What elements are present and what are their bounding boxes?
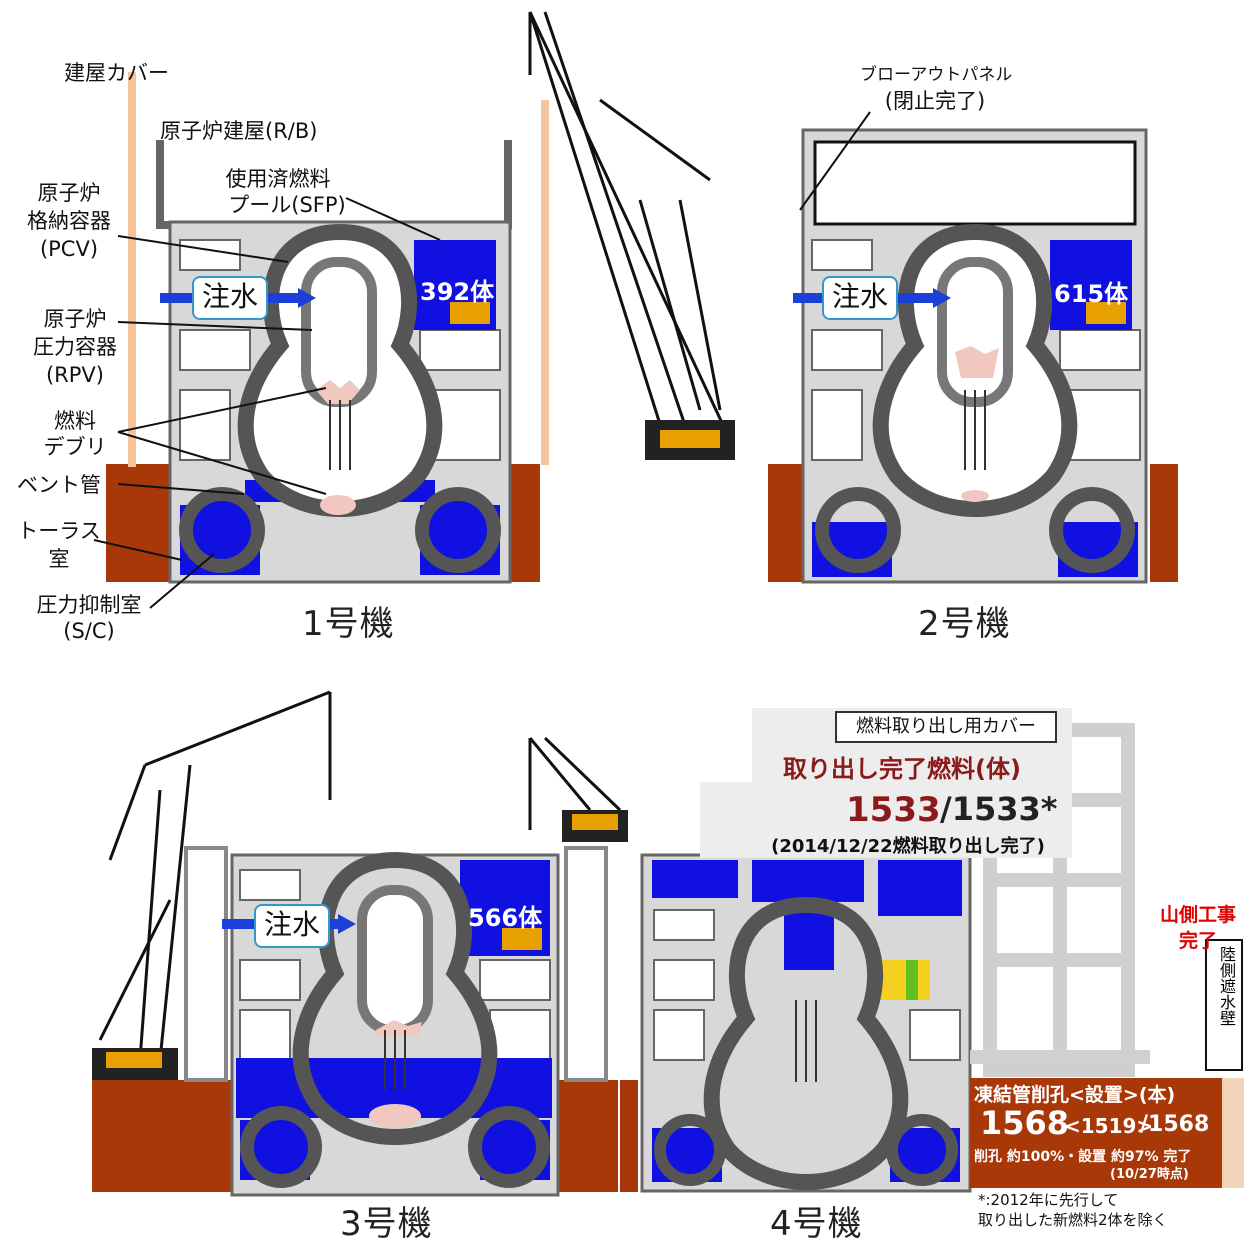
sfp-label-2: プール(SFP) [228, 193, 346, 217]
unit1-sfp-fuel: 392体 [420, 278, 495, 306]
unit4-sfp [878, 860, 962, 916]
unit3-rpv [357, 885, 433, 1035]
crane3-right [528, 736, 622, 830]
vent-pipe-label: ベント管 [17, 473, 101, 497]
sc-label-1: 圧力抑制室 [36, 593, 142, 617]
pcv-label-1: 原子炉 [37, 181, 101, 205]
unit4-name: 4号機 [770, 1204, 863, 1244]
unit1-sc-right [415, 487, 501, 573]
leader-lines [93, 197, 441, 609]
unit2-sfp-fuel: 615体 [1054, 280, 1129, 308]
freeze-count: 1568 [980, 1104, 1070, 1142]
blowout-label-2: (閉止完了) [884, 89, 986, 113]
pcv-label-2: 格納容器 [27, 209, 111, 233]
unit1-building [106, 72, 549, 584]
sc-label-2: (S/C) [63, 619, 115, 643]
torus-label-2: 室 [48, 547, 70, 571]
freeze-as-of: (10/27時点) [1110, 1167, 1189, 1182]
crane1 [528, 11, 732, 441]
removed-fuel-title: 取り出し完了燃料(体) [783, 755, 1021, 783]
unit1-rpv [301, 257, 377, 407]
fuel-cover-label: 燃料取り出し用カバー [856, 716, 1036, 737]
sfp-label-1: 使用済燃料 [225, 167, 331, 191]
unit1-debris-pcv [320, 495, 356, 515]
unit1-debris-rpv [316, 380, 360, 404]
unit1-fuel-rack [450, 302, 490, 324]
unit4-building [620, 853, 972, 1193]
debris-label-1: 燃料 [54, 409, 96, 433]
unit1-name: 1号機 [302, 604, 395, 644]
unit1-injection-label: 注水 [192, 276, 268, 320]
mountain-side-1: 山側工事 [1159, 904, 1236, 926]
land-wall-box [1205, 939, 1243, 1071]
torus-label-1: トーラス [17, 519, 101, 543]
unit3-pcv [292, 851, 498, 1145]
crane3-left [98, 690, 332, 1061]
blowout-label-1: ブローアウトパネル [860, 65, 1013, 85]
rpv-label-1: 原子炉 [43, 307, 107, 331]
unit4-pcv [703, 896, 909, 1190]
mountain-side-2: 完了 [1178, 930, 1217, 952]
unit2-blowout-area [813, 140, 1137, 226]
removed-fuel-count: 1533 [846, 790, 941, 830]
debris-label-2: デブリ [43, 435, 107, 459]
removed-fuel-note: (2014/12/22燃料取り出し完了) [771, 836, 1045, 857]
unit1-building-cover-right [541, 100, 549, 465]
rpv-label-2: 圧力容器 [33, 335, 117, 359]
reactor-building-label: 原子炉建屋(R/B) [160, 119, 318, 143]
unit2-name: 2号機 [918, 604, 1011, 644]
unit3-tower-left [184, 846, 228, 1082]
pcv-label-3: (PCV) [39, 237, 99, 261]
unit2-injection-label: 注水 [822, 276, 898, 320]
unit1-ground-right [510, 464, 540, 582]
unit1-sc-left [179, 487, 265, 573]
unit1-building-cover-left [128, 72, 136, 467]
unit1-ground-left [106, 464, 178, 582]
land-wall-label: 陸側遮水壁 [1217, 946, 1236, 1026]
freeze-progress: 削孔 約100%・設置 約97% 完了 [974, 1149, 1192, 1165]
unit3-building [92, 846, 618, 1197]
building-cover-label: 建屋カバー [64, 61, 169, 85]
unit3-tower-right [564, 846, 608, 1082]
freeze-panel-title: 凍結管削孔<設置>(本) [974, 1084, 1176, 1106]
freeze-total: /1568 [1140, 1112, 1210, 1137]
footnote-2: 取り出した新燃料2体を除く [978, 1211, 1168, 1229]
unit2-building [768, 111, 1178, 584]
freeze-panel-bg [970, 1078, 1222, 1188]
rpv-label-3: (RPV) [45, 363, 104, 387]
unit3-sfp-fuel: 566体 [468, 904, 543, 932]
unit3-injection-label: 注水 [254, 904, 330, 948]
unit2-rpv [937, 257, 1013, 407]
freeze-installed: <1519> [1064, 1114, 1154, 1138]
removed-fuel-total: /1533* [940, 790, 1058, 828]
footnote-1: *:2012年に先行して [978, 1191, 1119, 1209]
unit3-name: 3号機 [340, 1204, 433, 1244]
